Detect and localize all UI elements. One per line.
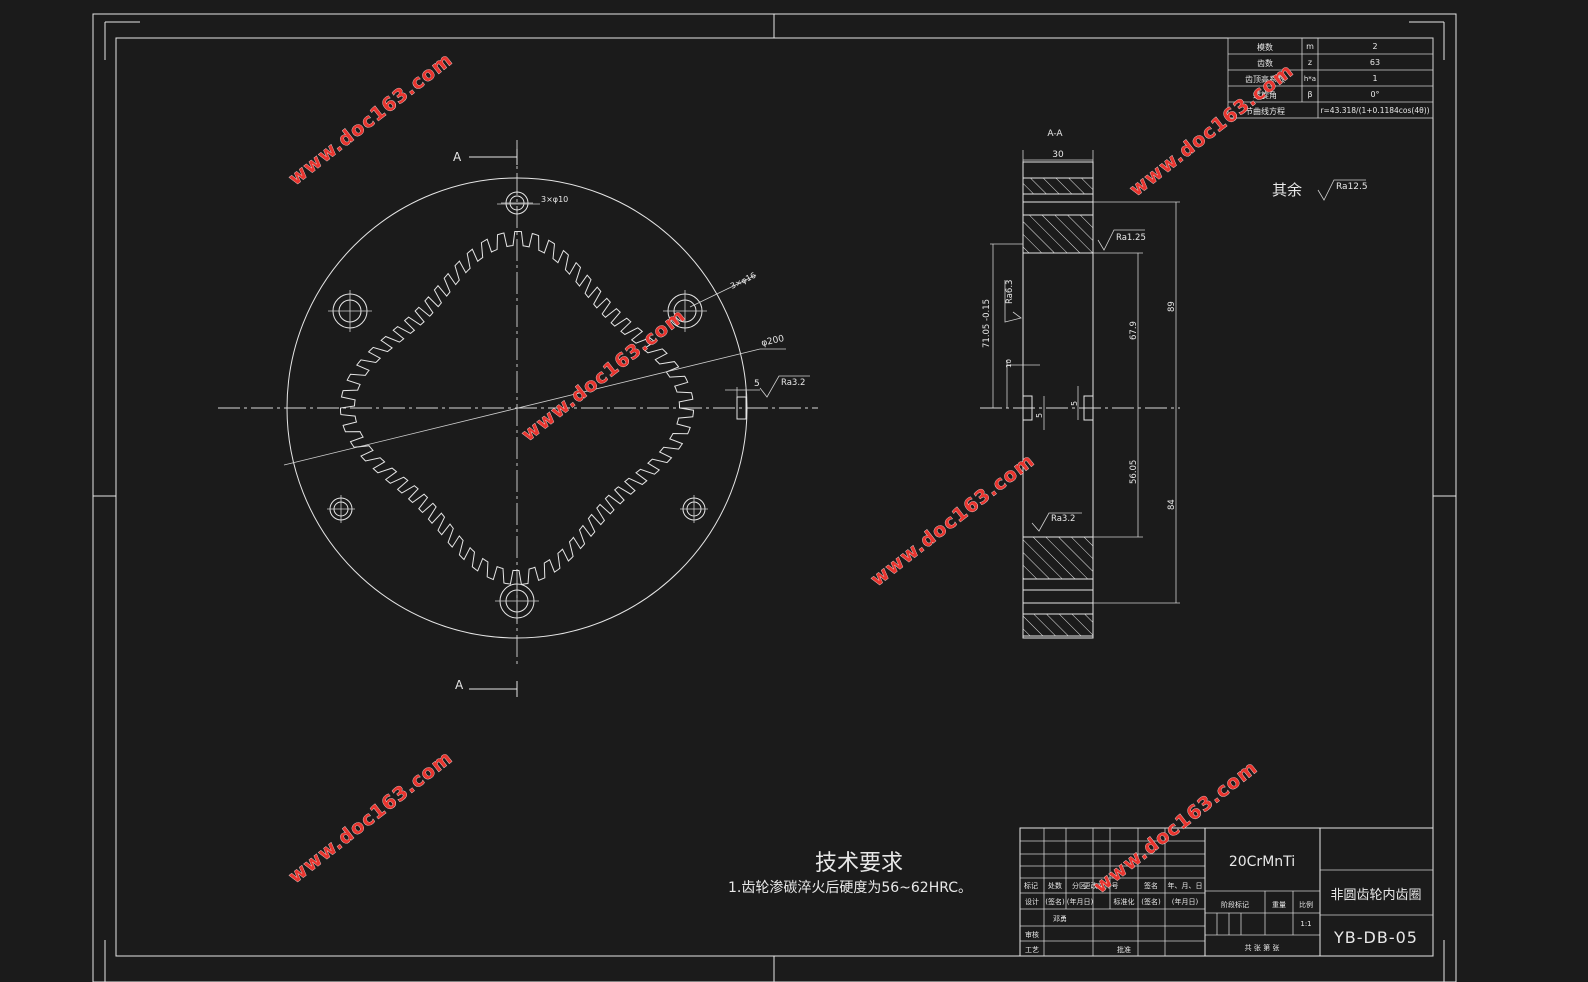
tb-label-date: 年、月、日 [1168,881,1203,890]
param-symbol-3: h*a [1304,75,1316,83]
roughness-symbol-3 [1031,512,1082,532]
section-view: A-A 30 Ra1.25 Ra6.3 Ra3.2 71.05 -0.15 67… [980,129,1180,639]
tb-design-date: (年月日) [1067,897,1094,906]
watermark-3: www.doc163.com [1126,59,1298,200]
param-value-4: 0° [1370,90,1379,99]
dim-5b-label: 5 [1070,401,1079,406]
tb-standard: 标准化 [1114,897,1135,906]
watermark-4: www.doc163.com [867,449,1039,590]
tb-material: 20CrMnTi [1229,854,1295,870]
section-mark-bottom: A [455,678,464,692]
tb-label-signature: 签名 [1144,881,1158,890]
dim-84-label: 84 [1167,499,1177,510]
param-value-5: r=43.318/(1+0.1184cos(4θ)) [1320,106,1429,115]
tb-sheet: 共 张 第 张 [1245,943,1280,952]
ra-label-2: Ra6.3 [1005,280,1015,304]
param-symbol-1: m [1306,42,1314,51]
tb-standard-sign: (签名) [1141,897,1161,906]
bolt-hole-lower-right [680,495,708,523]
dim-outer-label: 71.05 -0.15 [982,299,992,348]
bolt-hole-upper-right [663,290,707,332]
roughness-symbol-keyway [759,375,810,398]
bolt-hole-top [501,191,533,215]
large-holes-callout: 3×φ16 [729,271,757,291]
width-dim-label: 30 [1052,150,1064,160]
watermark-5: www.doc163.com [285,746,457,887]
param-name-2: 齿数 [1257,58,1273,68]
diameter-leader [283,348,761,466]
keyway [736,396,747,420]
dim-5a-label: 5 [1035,413,1044,418]
front-view: φ200 3×φ10 3×φ16 [218,140,818,697]
watermarks: www.doc163.com www.doc163.com www.doc163… [284,48,1298,898]
param-value-2: 63 [1370,58,1380,67]
ra-label-3: Ra3.2 [1051,514,1075,524]
tb-label-count: 处数 [1048,881,1062,890]
general-note-ra: Ra12.5 [1336,182,1368,192]
param-name-4: 螺旋角 [1253,90,1277,100]
technical-requirements: 技术要求 1.齿轮渗碳淬火后硬度为56~62HRC。 [728,851,972,896]
title-block: 标记 处数 分区 更改文件号 签名 年、月、日 设计 (签名) (年月日) 标准… [1019,827,1434,957]
dim-10-label: 10 [1005,359,1013,368]
keyway-ra-label: Ra3.2 [781,378,805,388]
gear-parameter-table: 模数 m 2 齿数 z 63 齿顶高系数 h*a 1 螺旋角 β 0° 节曲线方… [1227,37,1434,119]
section-view-label: A-A [1047,129,1063,139]
tb-scale-label: 比例 [1299,900,1313,909]
outer-dia-label: φ200 [760,334,785,349]
bolt-hole-bottom [495,580,539,622]
bolt-hole-upper-left [328,290,372,332]
tb-standard-date: (年月日) [1172,897,1199,906]
tb-drawing-no: YB-DB-05 [1333,928,1418,947]
bolt-hole-lower-left [327,495,355,523]
watermark-6: www.doc163.com [1090,756,1262,897]
tb-stage-mark: 阶段标记 [1221,900,1249,909]
tb-part-name: 非圆齿轮内齿圈 [1330,887,1421,903]
tb-approve: 批准 [1117,945,1131,954]
roughness-symbol-1 [1097,229,1145,251]
dim-679-label: 67.9 [1129,321,1139,340]
tb-label-zone: 分区 [1072,881,1086,890]
param-symbol-4: β [1307,90,1312,99]
small-holes-callout: 3×φ10 [541,195,568,204]
tb-process: 工艺 [1025,946,1039,954]
param-value-3: 1 [1372,74,1377,83]
param-name-3: 齿顶高系数 [1245,74,1285,84]
keyway-width-label: 5 [754,379,760,389]
roughness-symbol-2 [1004,280,1022,323]
dim-5605-label: 56.05 [1129,460,1139,484]
dim-89-label: 89 [1167,301,1177,312]
tb-review: 审核 [1025,930,1039,939]
param-value-1: 2 [1372,42,1377,51]
general-note-label: 其余 [1272,181,1302,199]
watermark-2: www.doc163.com [518,304,690,445]
tb-label-mark: 标记 [1024,881,1038,890]
tb-label-change-doc: 更改文件号 [1084,881,1119,890]
tech-req-title: 技术要求 [815,851,903,876]
tb-design-sign: (签名) [1045,897,1065,906]
tb-scale-value: 1:1 [1300,920,1311,928]
watermark-1: www.doc163.com [285,48,457,189]
tech-req-item-1: 1.齿轮渗碳淬火后硬度为56~62HRC。 [728,880,972,896]
gear-internal-teeth [340,231,695,585]
drawing-frame [92,13,1457,982]
section-mark-top: A [453,150,462,164]
ra-label-1: Ra1.25 [1116,233,1146,243]
tb-design: 设计 [1025,897,1039,906]
param-symbol-2: z [1308,58,1312,67]
general-roughness-note: 其余 Ra12.5 [1272,179,1368,201]
param-name-5: 节曲线方程 [1245,106,1285,116]
tb-designer-name: 邓勇 [1053,914,1067,923]
tb-weight: 重量 [1272,901,1286,909]
param-name-1: 模数 [1257,42,1273,52]
